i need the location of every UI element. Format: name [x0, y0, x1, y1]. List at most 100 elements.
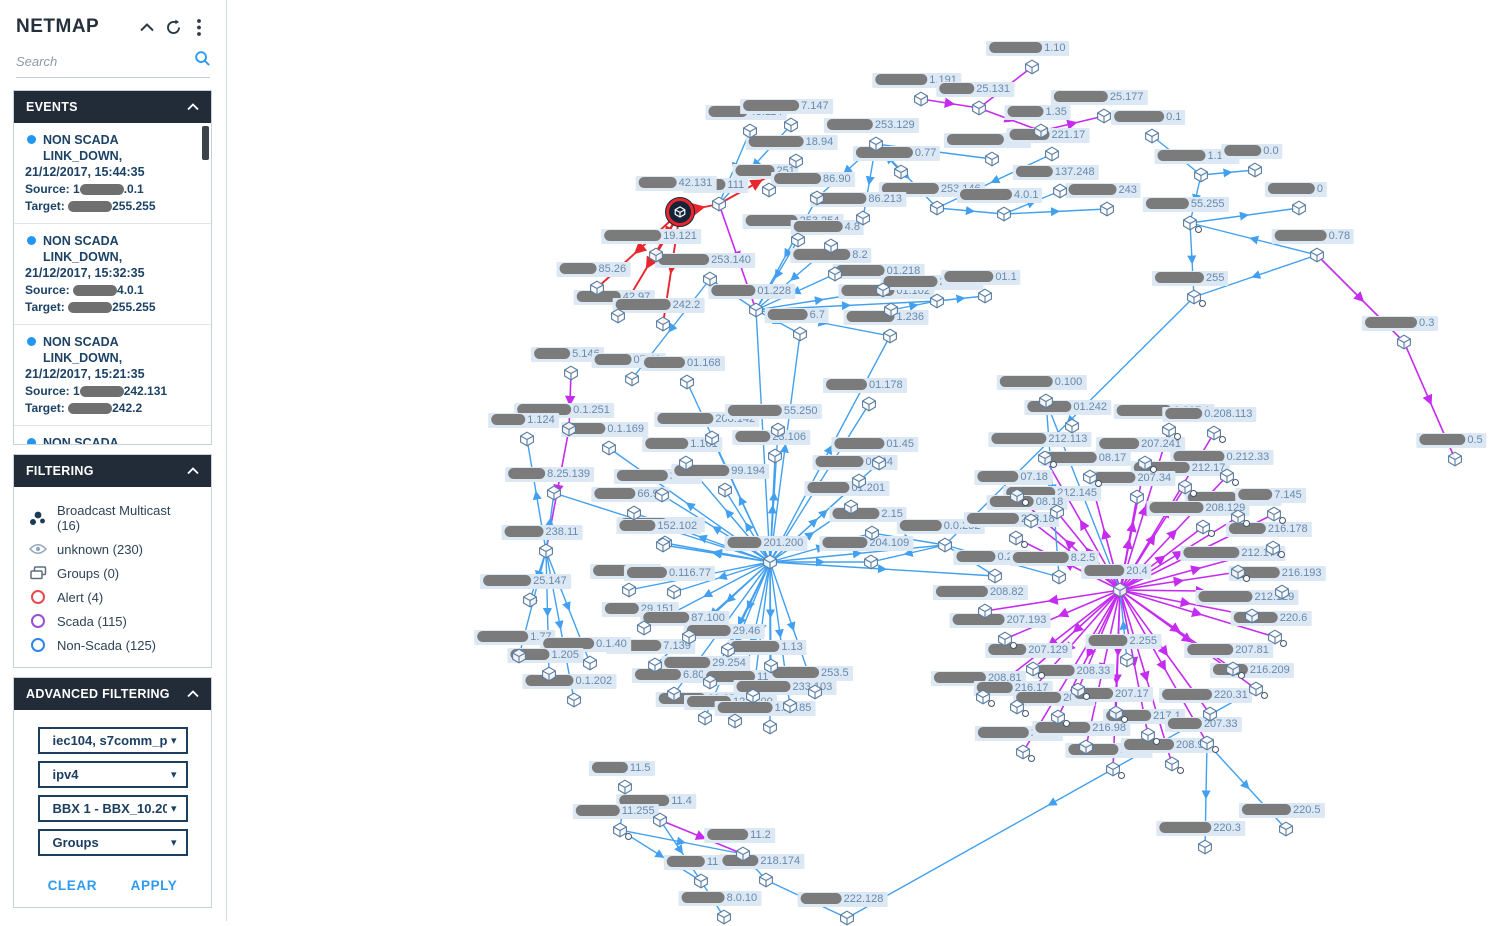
network-node[interactable] [782, 698, 798, 714]
network-node[interactable] [827, 266, 843, 282]
network-node[interactable] [1144, 128, 1160, 144]
network-node[interactable] [655, 537, 671, 553]
network-node[interactable] [511, 648, 527, 664]
network-node[interactable] [823, 238, 839, 254]
network-node[interactable] [1050, 709, 1070, 727]
network-node[interactable] [1197, 839, 1213, 855]
filter-item-non-scada[interactable]: Non-Scada (125) [14, 633, 211, 657]
network-node[interactable] [767, 448, 783, 464]
network-node[interactable] [758, 872, 774, 888]
network-node[interactable] [929, 200, 945, 216]
network-node[interactable] [1247, 162, 1263, 178]
network-node[interactable] [875, 282, 891, 298]
network-node[interactable] [655, 316, 671, 332]
network-node[interactable] [883, 302, 899, 318]
network-node[interactable] [929, 293, 945, 309]
network-node[interactable] [975, 689, 995, 707]
network-node[interactable] [1177, 479, 1197, 497]
network-node[interactable] [522, 592, 538, 608]
network-node[interactable] [783, 117, 799, 133]
network-node[interactable] [971, 100, 987, 116]
network-node[interactable] [1225, 661, 1245, 679]
network-node[interactable] [1105, 761, 1125, 779]
advanced-filter-select-0[interactable]: iec104, s7comm_p▾ [37, 727, 188, 754]
network-node[interactable] [1278, 821, 1294, 837]
search-input[interactable] [16, 53, 194, 69]
network-node[interactable] [561, 421, 577, 437]
network-node[interactable] [1140, 727, 1160, 745]
network-node[interactable] [762, 554, 778, 570]
events-list[interactable]: NON SCADA LINK_DOWN,21/12/2017, 15:44:35… [14, 123, 211, 444]
network-node[interactable] [984, 151, 1000, 167]
event-item[interactable]: NON SCADA LINK_DOWN,21/12/2017, 15:32:35… [14, 224, 211, 325]
network-node[interactable] [1265, 540, 1285, 558]
network-node[interactable] [704, 430, 720, 446]
network-node[interactable] [626, 505, 642, 521]
network-node[interactable] [871, 455, 887, 471]
network-node[interactable] [748, 302, 764, 318]
chevron-up-icon[interactable] [187, 690, 199, 698]
network-node[interactable] [1129, 489, 1145, 505]
events-scrollbar[interactable] [202, 126, 209, 160]
network-node[interactable] [681, 629, 697, 645]
network-node[interactable] [702, 674, 718, 690]
network-node[interactable] [1219, 468, 1239, 486]
network-node[interactable] [538, 543, 554, 559]
network-node[interactable] [610, 308, 626, 324]
network-node[interactable] [1119, 652, 1135, 668]
network-node[interactable] [612, 822, 632, 840]
network-node[interactable] [735, 846, 751, 862]
network-node[interactable] [770, 422, 786, 438]
network-node[interactable] [1182, 215, 1202, 233]
network-node[interactable] [1008, 530, 1028, 548]
search-icon[interactable] [194, 50, 211, 72]
refresh-icon[interactable] [160, 16, 186, 38]
network-node[interactable] [1309, 247, 1325, 263]
filter-item-scada[interactable]: Scada (115) [14, 609, 211, 633]
network-node[interactable] [1044, 146, 1060, 162]
network-node[interactable] [617, 779, 633, 795]
network-node[interactable] [621, 582, 637, 598]
network-node[interactable] [717, 482, 733, 498]
network-node[interactable] [1096, 108, 1112, 124]
collapse-chevron-icon[interactable] [134, 16, 160, 38]
network-node[interactable] [693, 873, 709, 889]
apply-button[interactable]: APPLY [130, 878, 178, 893]
clear-button[interactable]: CLEAR [47, 878, 98, 893]
network-node[interactable] [763, 658, 779, 674]
network-node[interactable] [1193, 167, 1209, 183]
network-node[interactable] [1082, 469, 1102, 487]
network-node[interactable] [563, 365, 579, 381]
network-node[interactable] [727, 713, 743, 729]
network-node[interactable] [996, 206, 1012, 222]
network-node[interactable] [1070, 682, 1090, 700]
network-node[interactable] [790, 232, 806, 248]
network-node[interactable] [788, 153, 804, 169]
network-node[interactable] [1112, 582, 1128, 598]
network-node[interactable] [1202, 706, 1218, 722]
network-node[interactable] [1009, 699, 1029, 717]
network-node[interactable] [678, 455, 694, 471]
network-node[interactable] [761, 182, 777, 198]
network-node[interactable] [987, 568, 1003, 584]
network-node[interactable] [1186, 289, 1206, 307]
network-node[interactable] [1164, 756, 1184, 774]
network-node[interactable] [1052, 183, 1068, 199]
network-node[interactable] [697, 710, 713, 726]
network-node[interactable] [1195, 519, 1215, 537]
advanced-filter-select-1[interactable]: ipv4▾ [37, 761, 188, 788]
filter-item-broadcast[interactable]: Broadcast Multicast (16) [14, 499, 211, 537]
network-node[interactable] [893, 164, 909, 180]
events-panel-header[interactable]: EVENTS [14, 91, 211, 123]
network-node[interactable] [566, 692, 582, 708]
network-node[interactable] [1248, 681, 1268, 699]
network-node[interactable] [882, 328, 898, 344]
filter-item-alert[interactable]: Alert (4) [14, 585, 211, 609]
network-node[interactable] [648, 247, 664, 263]
network-node[interactable] [839, 910, 855, 926]
network-node[interactable] [855, 210, 871, 226]
network-node[interactable] [1024, 59, 1040, 75]
network-node[interactable] [711, 196, 727, 212]
network-node[interactable] [1038, 393, 1054, 409]
